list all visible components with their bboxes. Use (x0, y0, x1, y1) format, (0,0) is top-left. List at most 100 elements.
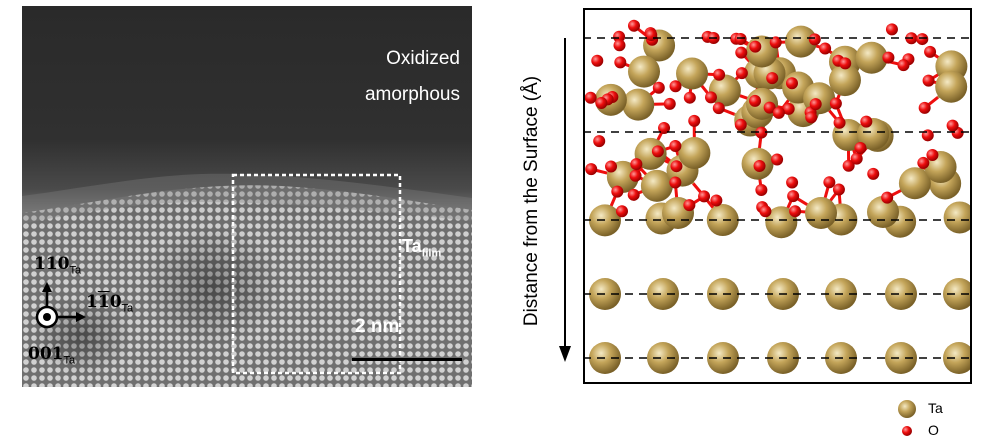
o-atom (591, 54, 604, 67)
o-atom (628, 19, 641, 32)
o-atom (771, 153, 784, 166)
ta-atom (828, 64, 861, 97)
layer-lines (583, 37, 972, 359)
o-atom (755, 184, 768, 197)
o-atom (613, 39, 626, 52)
o-atom (829, 97, 842, 110)
o-atom (881, 191, 894, 204)
arrow-right-icon (76, 312, 86, 322)
film-label: Tafilm (402, 236, 442, 260)
o-atom (946, 119, 959, 132)
o-atom (615, 205, 628, 218)
o-atom (734, 118, 747, 131)
legend-label-o: O (928, 422, 939, 438)
o-atom (663, 97, 676, 110)
stem-image (22, 6, 472, 387)
o-atom (613, 30, 626, 43)
ta-atom (943, 342, 972, 374)
o-atom (882, 51, 895, 64)
o-atom (734, 33, 747, 46)
o-atom (921, 129, 934, 142)
o-atom (755, 126, 768, 139)
ta-atom (708, 74, 741, 107)
o-atom (885, 23, 898, 36)
o-atom (652, 81, 665, 94)
o-atom (842, 159, 855, 172)
o-atom (759, 205, 772, 218)
arrow-up-icon (42, 282, 52, 292)
legend-item-o: O (895, 420, 975, 442)
o-atom (688, 114, 701, 127)
atom-layer (584, 19, 972, 374)
o-atom-icon (902, 426, 912, 436)
o-atom (713, 68, 726, 81)
o-atom (605, 160, 618, 173)
o-atom (630, 158, 643, 171)
o-atom (918, 101, 931, 114)
o-atom (833, 116, 846, 129)
o-atom (749, 94, 762, 107)
ta-atom (765, 206, 798, 239)
o-atom (712, 102, 725, 115)
legend-item-ta: Ta (895, 398, 975, 420)
ta-atom (622, 88, 655, 121)
o-atom (772, 106, 785, 119)
o-atom (669, 176, 682, 189)
ta-atom (640, 169, 673, 202)
axis-label-110: 110Ta (34, 254, 82, 277)
ta-atom (784, 25, 817, 58)
o-atom (669, 140, 682, 153)
o-atom (595, 97, 608, 110)
o-atom (917, 156, 930, 169)
o-atom (785, 77, 798, 90)
o-atom (683, 199, 696, 212)
o-atom (669, 80, 682, 93)
atomic-model (583, 8, 972, 384)
o-atom (645, 29, 658, 42)
o-atom (658, 121, 671, 134)
region-box (231, 173, 402, 375)
ta-atom (647, 342, 679, 374)
o-atom (683, 91, 696, 104)
o-atom (916, 33, 929, 46)
ta-atom (885, 342, 917, 374)
o-atom (710, 194, 723, 207)
o-atom (627, 188, 640, 201)
ta-atom (943, 201, 972, 234)
stem-image-panel: Oxidized amorphous (22, 6, 472, 387)
o-atom (651, 145, 664, 158)
o-atom (809, 98, 822, 111)
o-atom (670, 160, 683, 173)
o-atom (805, 111, 818, 124)
o-atom (584, 91, 597, 104)
o-atom (823, 176, 836, 189)
ta-atom (678, 136, 711, 169)
axis-label-1-10: 110Ta (86, 292, 134, 315)
o-atom (782, 102, 795, 115)
o-atom (832, 183, 845, 196)
y-axis-label: Distance from the Surface (Å) (521, 75, 542, 327)
o-atom (867, 167, 880, 180)
ta-atom (943, 278, 972, 310)
o-atom (839, 57, 852, 70)
o-atom (786, 176, 799, 189)
ta-atom (706, 204, 739, 237)
model-frame (583, 8, 972, 384)
o-atom (922, 74, 935, 87)
o-atom (819, 42, 832, 55)
o-atom (698, 190, 711, 203)
o-atom (585, 163, 598, 176)
o-atom (769, 36, 782, 49)
arrow-down-icon (559, 346, 571, 362)
ta-atom (855, 41, 888, 74)
o-atom (926, 149, 939, 162)
o-atom (704, 91, 717, 104)
o-atom (766, 72, 779, 85)
axes-indicator (35, 282, 86, 329)
scale-bar-label: 2 nm (355, 316, 400, 337)
legend-label-ta: Ta (928, 400, 943, 416)
o-atom (614, 56, 627, 69)
oxide-label-line1: Oxidized (386, 48, 460, 69)
o-atom (897, 59, 910, 72)
ta-atom (647, 278, 679, 310)
